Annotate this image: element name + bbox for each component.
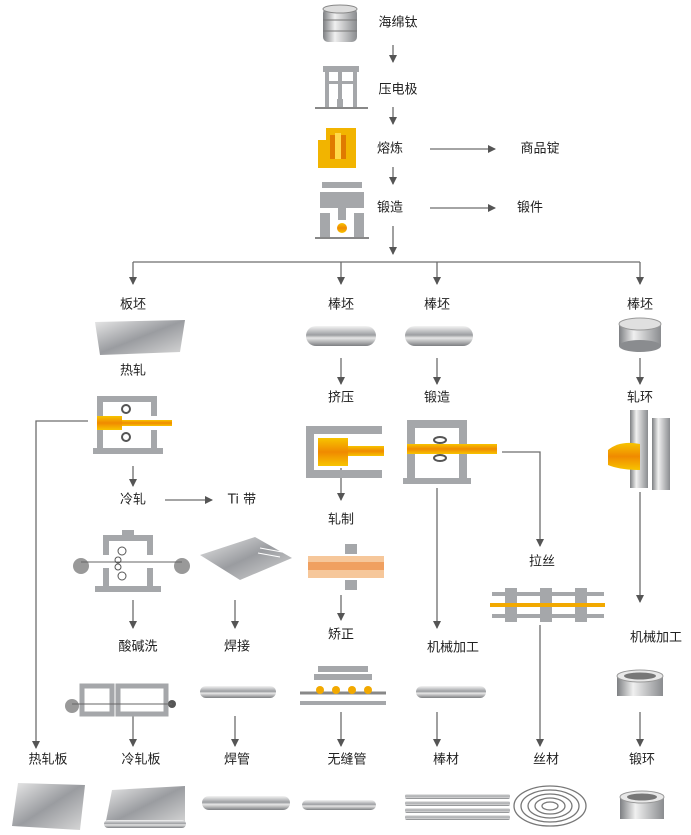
- ti-strip-sheet-icon: [200, 537, 292, 580]
- label-slab: 板坯: [120, 298, 146, 313]
- forging-icon: [403, 420, 497, 484]
- label-hot-rolled-plate: 热轧板: [28, 753, 67, 768]
- label-commercial-ingot: 商品锭: [520, 142, 559, 157]
- hot-rolled-plate-icon: [12, 783, 85, 830]
- wire-coil-icon: [513, 785, 587, 827]
- label-sponge-ti: 海绵钛: [378, 16, 417, 31]
- label-ti-strip: Ti 带: [227, 493, 256, 508]
- welded-pipe-icon: [200, 686, 276, 698]
- label-wire-drawing: 拉丝: [529, 555, 555, 570]
- labels: 海绵钛 压电极 熔炼 商品锭 锻造 锻件 板坯 棒坯 棒坯 棒坯 热轧 挤压 锻…: [28, 16, 682, 768]
- label-forging-top: 锻造: [377, 201, 403, 216]
- forged-ring-product-icon: [619, 790, 665, 819]
- label-forged-ring: 锻环: [629, 753, 655, 768]
- label-forging-mid: 锻造: [424, 391, 450, 406]
- machined-bar-icon: [416, 686, 486, 698]
- sponge-ti-icon: [322, 4, 358, 42]
- label-machining-2: 机械加工: [630, 631, 682, 646]
- connector-lines: [32, 45, 644, 749]
- bar-product-icon: [405, 794, 510, 820]
- round-billet-icon: [618, 317, 662, 352]
- machined-ring-icon: [616, 669, 664, 696]
- forging-press-icon: [315, 182, 369, 239]
- pickling-line-icon: [65, 683, 176, 717]
- slab-icon: [95, 320, 185, 355]
- label-press-electrode: 压电极: [378, 83, 417, 98]
- label-cold-rolled-plate: 冷轧板: [121, 753, 160, 768]
- label-bar: 棒材: [433, 753, 459, 768]
- label-pickling: 酸碱洗: [118, 640, 157, 655]
- wire-drawing-icon: [490, 588, 605, 622]
- rolling-tube-icon: [308, 544, 384, 590]
- extrusion-icon: [306, 426, 384, 478]
- ring-rolling-icon: [608, 410, 670, 490]
- label-hot-rolling: 热轧: [120, 364, 146, 379]
- label-cold-rolling: 冷轧: [120, 493, 146, 508]
- label-welded-pipe: 焊管: [224, 752, 250, 768]
- label-melting: 熔炼: [377, 142, 403, 157]
- bar-billet-icon: [405, 326, 473, 346]
- label-machining-1: 机械加工: [427, 641, 479, 656]
- label-forgings: 锻件: [517, 201, 543, 216]
- label-welding: 焊接: [224, 639, 250, 655]
- label-seamless-pipe: 无缝管: [327, 753, 366, 768]
- cold-rolled-plate-icon: [104, 786, 186, 828]
- bar-billet-icon: [306, 326, 376, 346]
- welded-pipe-product-icon: [202, 796, 290, 810]
- label-straightening: 矫正: [328, 628, 354, 643]
- label-bar-billet-3: 棒坯: [627, 298, 653, 313]
- label-bar-billet-1: 棒坯: [328, 298, 354, 313]
- seamless-pipe-product-icon: [302, 800, 376, 810]
- melting-furnace-icon: [318, 128, 356, 168]
- straightening-icon: [300, 666, 386, 705]
- label-rolling: 轧制: [328, 513, 354, 528]
- hot-rolling-mill-icon: [93, 396, 172, 454]
- cold-rolling-mill-icon: [73, 530, 190, 592]
- label-wire: 丝材: [533, 753, 559, 768]
- label-extrusion: 挤压: [328, 391, 354, 406]
- electrode-press-icon: [315, 66, 368, 109]
- label-bar-billet-2: 棒坯: [424, 298, 450, 313]
- label-ring-rolling: 轧环: [627, 391, 653, 406]
